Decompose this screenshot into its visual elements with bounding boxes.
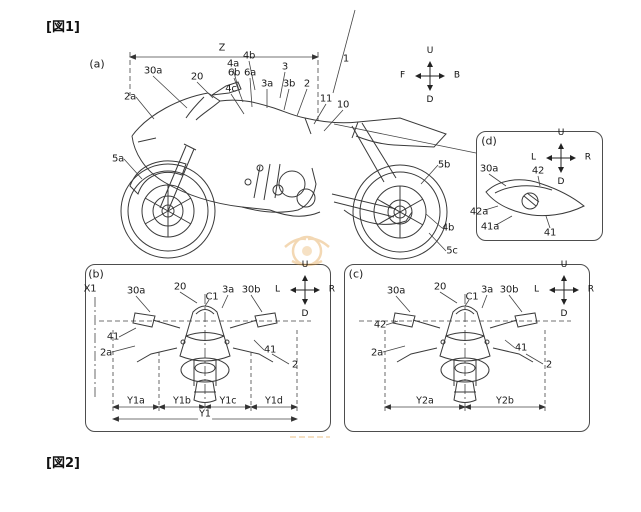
- view-d-tag: (d): [481, 134, 497, 148]
- orientation-compass-d: U D L R: [531, 129, 591, 187]
- compass-arrows-icon: [290, 275, 320, 305]
- figure2-caption: [図2]: [46, 456, 80, 471]
- compass-right-label: R: [584, 152, 591, 163]
- figure1-caption: [図1]: [46, 20, 80, 35]
- compass-front-label: F: [400, 70, 406, 81]
- compass-left-label: L: [534, 284, 540, 295]
- front-view-panel-b: [85, 264, 331, 432]
- compass-arrows-icon: [546, 143, 576, 173]
- compass-up-label: U: [426, 46, 434, 56]
- winglet-detail-art: [485, 179, 585, 217]
- watermark-dot: [302, 246, 312, 256]
- compass-arrows-icon: [415, 61, 445, 91]
- detail-panel-d: [476, 131, 603, 241]
- motorcycle-side-view: [120, 81, 448, 260]
- orientation-compass-c: U D L R: [534, 261, 594, 319]
- watermark-emblem: [284, 235, 330, 267]
- compass-down-label: D: [301, 309, 309, 319]
- compass-down-label: D: [557, 177, 565, 187]
- orientation-compass-main: U D F B: [400, 47, 460, 105]
- compass-left-label: L: [275, 284, 281, 295]
- leader-lines: [111, 9, 551, 365]
- compass-right-label: R: [328, 284, 335, 295]
- compass-down-label: D: [426, 95, 434, 105]
- orientation-compass-b: U D L R: [275, 261, 335, 319]
- view-a-tag: (a): [89, 57, 105, 71]
- compass-up-label: U: [301, 260, 309, 270]
- compass-back-label: B: [453, 70, 460, 81]
- compass-left-label: L: [531, 152, 537, 163]
- compass-down-label: D: [560, 309, 568, 319]
- compass-up-label: U: [557, 128, 565, 138]
- compass-right-label: R: [587, 284, 594, 295]
- front-view-panel-c: [344, 264, 590, 432]
- view-c-tag: (c): [348, 267, 364, 281]
- view-b-tag: (b): [88, 267, 104, 281]
- dimension-lines: [94, 52, 571, 422]
- compass-up-label: U: [560, 260, 568, 270]
- compass-arrows-icon: [549, 275, 579, 305]
